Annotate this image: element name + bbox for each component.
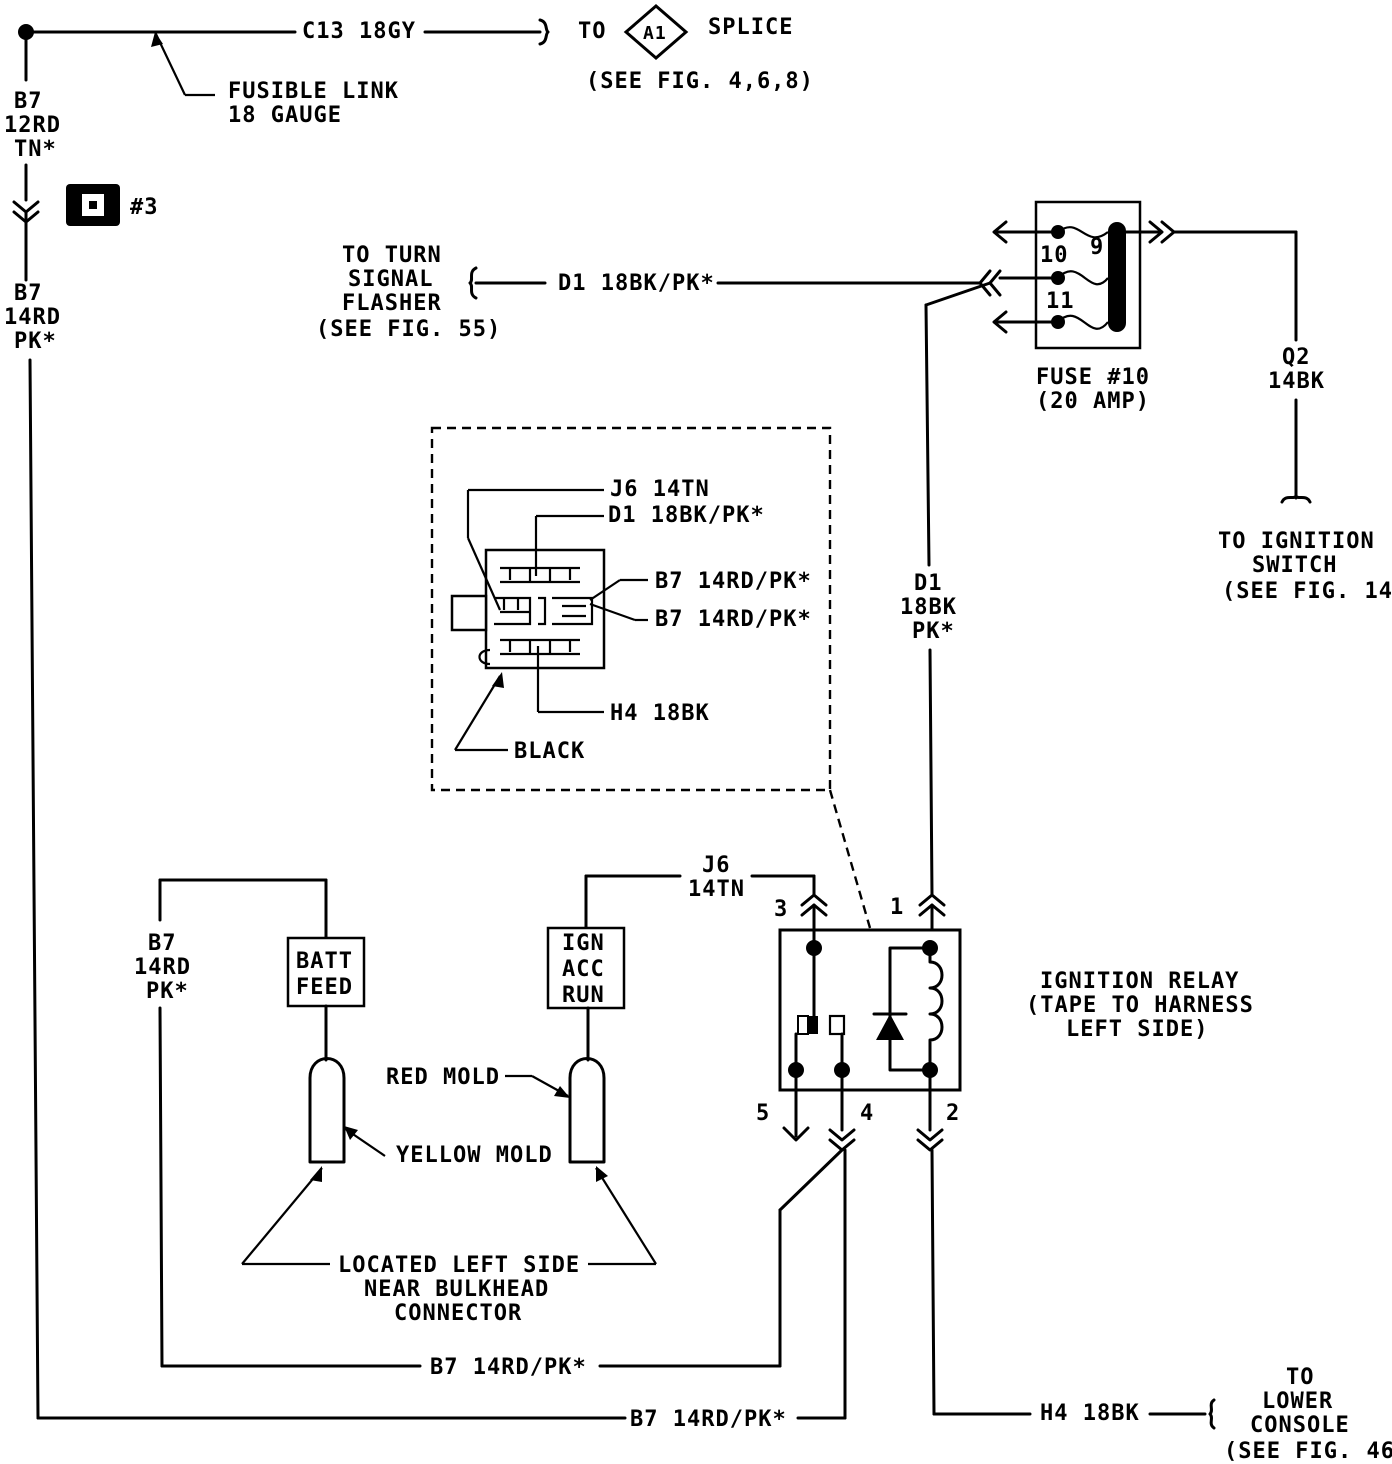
j6-line2: 14TN <box>688 877 745 902</box>
fusible-link-line2: 18 GAUGE <box>228 103 342 128</box>
d1-vert-line3: PK* <box>912 619 955 644</box>
turn-signal-line4: (SEE FIG. 55) <box>316 317 501 342</box>
b7-left-line1: B7 <box>148 931 177 956</box>
b7-upper-line3: TN* <box>14 137 57 162</box>
detail-pin-h4: H4 18BK <box>610 701 710 726</box>
to-splice-label: TO <box>578 19 607 44</box>
b7-mid-label: B7 14RD/PK* <box>430 1355 587 1380</box>
ign-line1: IGN <box>562 931 605 956</box>
ign-acc-run-connector <box>505 926 626 1164</box>
ign-line3: RUN <box>562 983 605 1008</box>
q2-wire <box>1280 230 1312 504</box>
c13-wire <box>18 18 550 97</box>
left-vertical-wire <box>12 30 847 1420</box>
fusible-link-line1: FUSIBLE LINK <box>228 79 399 104</box>
d1-turn-wire-label: D1 18BK/PK* <box>558 271 715 296</box>
connector-detail-box <box>430 426 832 792</box>
lower-console-line1: TO <box>1286 1365 1315 1390</box>
relay-pin-4: 4 <box>860 1101 874 1126</box>
located-line2: NEAR BULKHEAD <box>364 1277 549 1302</box>
fuse-pin-11: 11 <box>1046 289 1075 314</box>
connector-3-icon <box>66 184 120 226</box>
b7-upper-line2: 12RD <box>4 113 61 138</box>
d1-vert-line2: 18BK <box>900 595 957 620</box>
batt-line2: FEED <box>296 975 353 1000</box>
fuse-pin-10: 10 <box>1040 243 1069 268</box>
lower-console-line3: CONSOLE <box>1250 1413 1350 1438</box>
ign-switch-line3: (SEE FIG. 14) <box>1222 579 1392 604</box>
lower-console-line4: (SEE FIG. 46) <box>1224 1439 1392 1464</box>
yellow-mold-label: YELLOW MOLD <box>396 1143 553 1168</box>
detail-pin-d1: D1 18BK/PK* <box>608 503 765 528</box>
located-line3: CONNECTOR <box>394 1301 522 1326</box>
lower-console-line2: LOWER <box>1262 1389 1333 1414</box>
d1-vertical-wire <box>918 281 992 947</box>
relay-pin-2: 2 <box>946 1101 960 1126</box>
splice-ref: (SEE FIG. 4,6,8) <box>586 69 814 94</box>
detail-leader-line <box>828 789 872 929</box>
detail-pin-b7-b: B7 14RD/PK* <box>655 607 812 632</box>
relay-label-line1: IGNITION RELAY <box>1040 969 1239 994</box>
h4-label: H4 18BK <box>1040 1401 1140 1426</box>
b7-lower-line1: B7 <box>14 281 43 306</box>
d1-vert-line1: D1 <box>914 571 943 596</box>
connector-face-drawing <box>450 488 648 752</box>
ign-switch-line2: SWITCH <box>1252 553 1337 578</box>
located-leaders <box>241 1166 657 1266</box>
relay-pin-3: 3 <box>774 897 788 922</box>
splice-id: A1 <box>643 23 667 44</box>
b7-lower-line2: 14RD <box>4 305 61 330</box>
turn-signal-line1: TO TURN <box>342 243 442 268</box>
ign-switch-line1: TO IGNITION <box>1218 529 1375 554</box>
relay-label-line2: (TAPE TO HARNESS <box>1026 993 1254 1018</box>
splice-label: SPLICE <box>708 15 793 40</box>
turn-signal-line3: FLASHER <box>342 291 442 316</box>
fuse-label-line1: FUSE #10 <box>1036 365 1150 390</box>
fuse-label-line2: (20 AMP) <box>1036 389 1150 414</box>
relay-pin-wires <box>584 874 1216 1430</box>
detail-pin-b7-a: B7 14RD/PK* <box>655 569 812 594</box>
relay-pin-1: 1 <box>890 895 904 920</box>
d1-turn-wire <box>468 266 1002 300</box>
batt-line1: BATT <box>296 949 353 974</box>
b7-bottom-label: B7 14RD/PK* <box>630 1407 787 1432</box>
ign-line2: ACC <box>562 957 605 982</box>
wire-c13-label: C13 18GY <box>302 19 416 44</box>
q2-line1: Q2 <box>1282 345 1311 370</box>
b7-left-line2: 14RD <box>134 955 191 980</box>
b7-left-line3: PK* <box>146 979 189 1004</box>
relay-pin-5: 5 <box>756 1101 770 1126</box>
fuse-block <box>992 200 1298 350</box>
b7-upper-line1: B7 <box>14 89 43 114</box>
located-line1: LOCATED LEFT SIDE <box>338 1253 580 1278</box>
splice-a1-diamond: A1 <box>623 4 689 60</box>
detail-pin-j6: J6 14TN <box>610 477 710 502</box>
b7-lower-line3: PK* <box>14 329 57 354</box>
fuse-pin-9: 9 <box>1090 235 1104 260</box>
batt-feed-connector <box>158 878 782 1368</box>
relay-label-line3: LEFT SIDE) <box>1066 1017 1208 1042</box>
j6-line1: J6 <box>702 853 731 878</box>
detail-color: BLACK <box>514 739 585 764</box>
turn-signal-line2: SIGNAL <box>348 267 433 292</box>
connector-3-label: #3 <box>130 195 159 220</box>
ignition-relay <box>778 928 962 1092</box>
q2-line2: 14BK <box>1268 369 1325 394</box>
red-mold-label: RED MOLD <box>386 1065 500 1090</box>
